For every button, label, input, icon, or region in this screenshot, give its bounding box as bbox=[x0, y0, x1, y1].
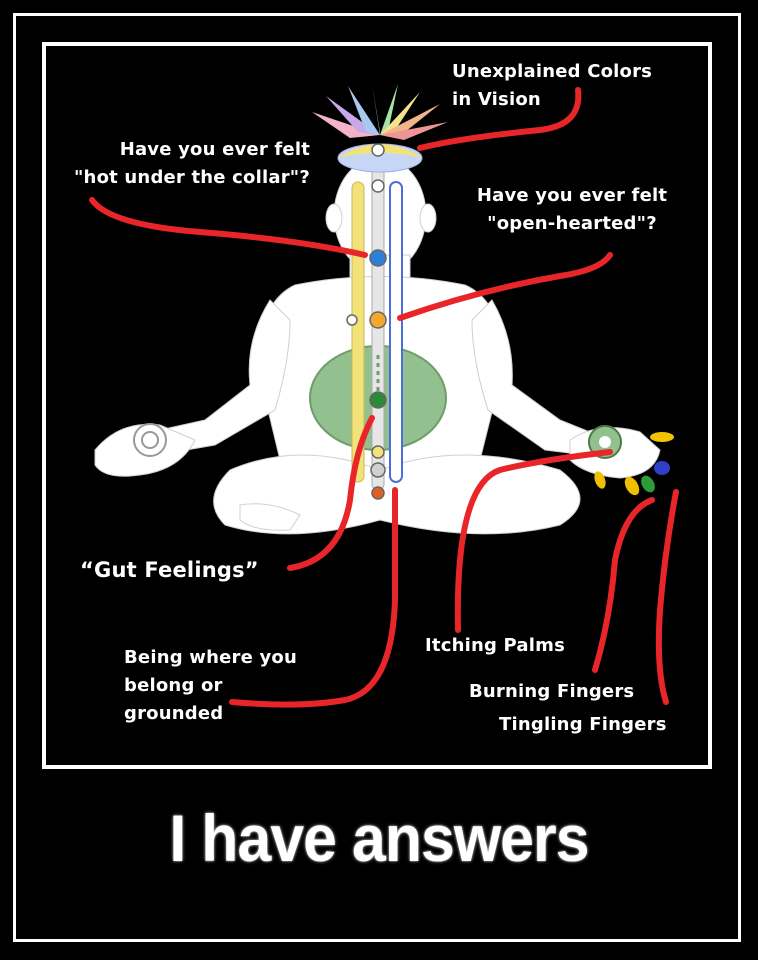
label-tingling-fingers: Tingling Fingers bbox=[499, 714, 667, 735]
outer-frame bbox=[13, 13, 741, 942]
pointer-lines bbox=[89, 87, 679, 708]
right-palm-and-fingertips bbox=[588, 425, 674, 496]
label-unexplained-colors: Unexplained Colors in Vision bbox=[452, 61, 653, 110]
label-hot-under-collar: Have you ever felt "hot under the collar… bbox=[73, 139, 310, 188]
label-open-hearted: Have you ever felt "open-hearted"? bbox=[476, 185, 668, 234]
chakra-nodes bbox=[346, 143, 387, 500]
label-gut-feelings: “Gut Feelings” bbox=[80, 558, 259, 582]
label-burning-fingers: Burning Fingers bbox=[469, 681, 635, 702]
crown-lotus bbox=[312, 84, 448, 173]
label-itching-palms: Itching Palms bbox=[425, 635, 566, 656]
left-palm-circle bbox=[133, 423, 167, 457]
caption: I have answers bbox=[169, 801, 589, 875]
label-being-where-you-belong: Being where you belong or grounded bbox=[124, 647, 297, 724]
